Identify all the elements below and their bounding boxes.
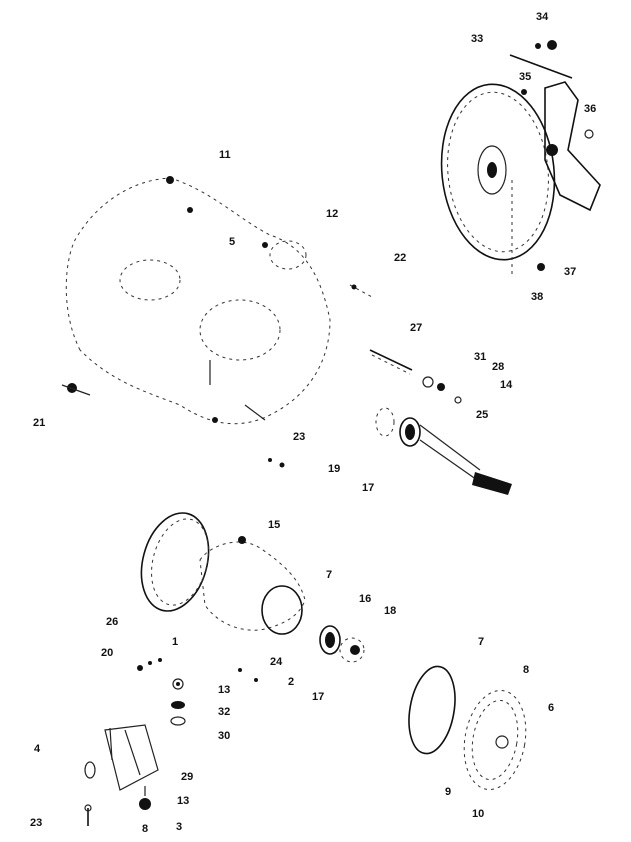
callout-24: 24 — [270, 656, 283, 668]
callout-34: 34 — [536, 11, 549, 23]
callout-27: 27 — [410, 322, 423, 334]
callout-29: 29 — [181, 771, 194, 783]
callout-17b: 17 — [312, 691, 325, 703]
callout-8: 8 — [523, 664, 530, 676]
callout-21: 21 — [33, 417, 46, 429]
callout-6: 6 — [548, 702, 555, 714]
callout-15: 15 — [268, 519, 281, 531]
callout-5: 5 — [229, 236, 236, 248]
callout-33: 33 — [471, 33, 484, 45]
callout-13: 13 — [218, 684, 231, 696]
callout-26: 26 — [106, 616, 119, 628]
callout-19: 19 — [328, 463, 341, 475]
callout-14: 14 — [500, 379, 513, 391]
callout-20: 20 — [101, 647, 114, 659]
small-fasteners — [84, 658, 258, 826]
callout-1: 1 — [172, 636, 179, 648]
flywheel-ring-gear — [440, 83, 556, 275]
callout-4: 4 — [34, 743, 41, 755]
callout-30: 30 — [218, 730, 231, 742]
callout-28: 28 — [492, 361, 505, 373]
callout-7b: 7 — [478, 636, 485, 648]
callout-23b: 23 — [30, 817, 43, 829]
callout-10: 10 — [472, 808, 485, 820]
callout-37: 37 — [564, 266, 577, 278]
callout-13b: 13 — [177, 795, 190, 807]
engine-housing — [61, 176, 373, 468]
callout-11: 11 — [219, 149, 231, 161]
clutch-plates — [408, 665, 527, 791]
callout-17: 17 — [362, 482, 375, 494]
callout-36: 36 — [584, 103, 597, 115]
callout-22: 22 — [394, 252, 407, 264]
callout-25: 25 — [476, 409, 489, 421]
flywheel-bracket — [509, 40, 601, 271]
callout-8b: 8 — [142, 823, 149, 835]
callout-12: 12 — [326, 208, 339, 220]
callout-32: 32 — [218, 706, 231, 718]
callout-9: 9 — [445, 786, 452, 798]
callout-16: 16 — [359, 593, 372, 605]
callout-18: 18 — [384, 605, 397, 617]
callout-31: 31 — [474, 351, 487, 363]
callout-35: 35 — [519, 71, 532, 83]
callout-7: 7 — [326, 569, 333, 581]
drive-shaft-assembly — [369, 349, 512, 495]
callout-3: 3 — [176, 821, 183, 833]
callout-38: 38 — [531, 291, 544, 303]
transmission-bell-housing — [140, 512, 365, 663]
callout-23: 23 — [293, 431, 306, 443]
callout-2: 2 — [288, 676, 295, 688]
